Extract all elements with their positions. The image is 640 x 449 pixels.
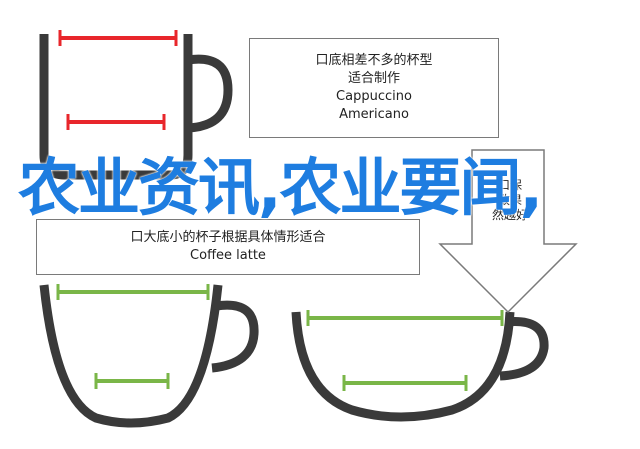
callout-line: 口底相差不多的杯型 <box>315 53 433 68</box>
arrow-callout-line: 致果 <box>497 193 522 207</box>
cup-straight <box>39 30 233 180</box>
callout-line: Coffee latte <box>190 248 266 263</box>
cup-tapered-body <box>39 284 223 428</box>
cup-bowl <box>291 310 549 422</box>
arrow-callout-text: 口保 致果 然越好 <box>480 178 540 223</box>
arrow-callout-line: 然越好 <box>491 208 528 222</box>
cup-bowl-handle <box>499 317 549 381</box>
arrow-callout-line: 口保 <box>497 178 522 192</box>
headline-overlay: 农业资讯,农业要闻, <box>18 151 543 224</box>
cup-bowl-body <box>291 311 515 422</box>
down-arrow-shape <box>438 149 578 314</box>
cup-straight-handle <box>187 54 233 133</box>
callout-line: 适合制作 <box>347 71 400 86</box>
cup-tapered-handle <box>211 300 259 373</box>
callout-box-tapered-cup: 口大底小的杯子根据具体情形适合 Coffee latte <box>36 219 420 275</box>
cup-tapered <box>39 284 259 428</box>
callout-line: Americano <box>339 107 409 122</box>
callout-line: 口大底小的杯子根据具体情形适合 <box>130 230 326 245</box>
callout-box-straight-cup: 口底相差不多的杯型 适合制作 Cappuccino Americano <box>249 38 499 138</box>
callout-line: Cappuccino <box>336 89 412 104</box>
cup-straight-body <box>39 34 193 180</box>
